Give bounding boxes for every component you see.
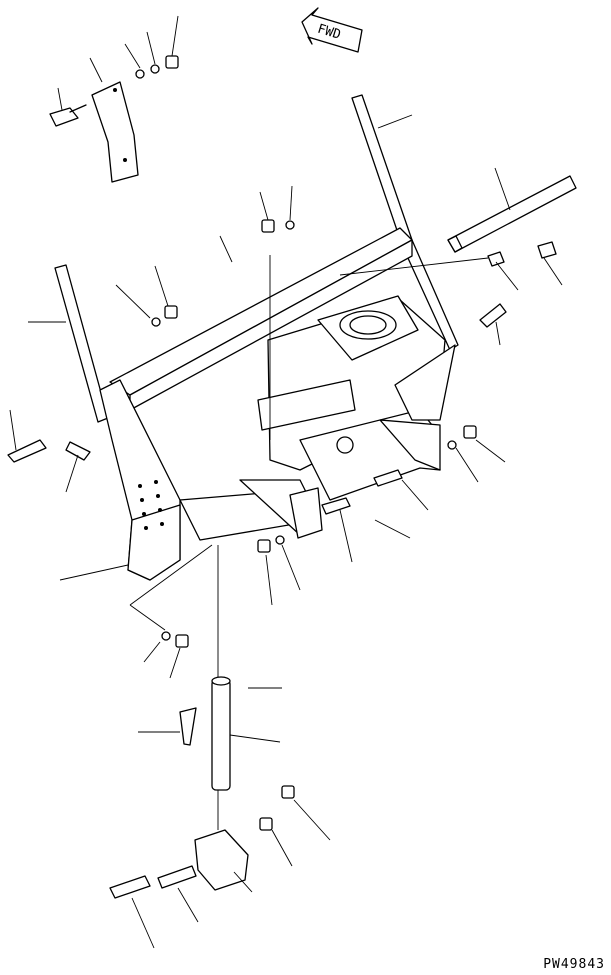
alignment-lines xyxy=(129,255,489,830)
support-bracket xyxy=(91,81,139,183)
bolt-top-left xyxy=(49,107,79,127)
figure-code: PW49843 xyxy=(543,957,605,972)
washer-mid-a xyxy=(285,220,295,230)
lockwasher-top xyxy=(150,64,160,74)
center-housing xyxy=(257,295,456,501)
nut-low-a xyxy=(257,539,271,553)
stud-b xyxy=(373,469,403,487)
nut-left-a xyxy=(164,305,178,319)
fasteners-mid xyxy=(7,219,557,648)
washer-left-a xyxy=(151,317,161,327)
left-upright-bar xyxy=(54,264,109,423)
bolt-bottom-b xyxy=(157,865,197,889)
pin-top-right xyxy=(447,175,577,253)
vertical-pin xyxy=(211,679,231,791)
bolt-right-a xyxy=(479,303,507,328)
main-frame xyxy=(99,227,413,581)
nut-bottom-b xyxy=(259,817,273,831)
top-bracket-group xyxy=(49,55,179,183)
clamp-right xyxy=(487,251,505,267)
bolt-left-b xyxy=(65,441,91,461)
lower-bracket xyxy=(194,829,249,891)
nut-top xyxy=(165,55,179,69)
nut-low-b xyxy=(175,634,189,648)
l-pin xyxy=(179,707,197,746)
stud-a xyxy=(321,497,351,515)
fwd-label: FWD xyxy=(316,22,343,43)
washer-right xyxy=(447,440,457,450)
bolt-right-b xyxy=(537,241,557,259)
nut-right xyxy=(463,425,477,439)
washer-low-a xyxy=(275,535,285,545)
washer-low-b xyxy=(161,631,171,641)
lower-pin-assembly xyxy=(109,676,295,899)
bolt-left-a xyxy=(7,439,47,463)
washer-top xyxy=(135,69,145,79)
bolt-bottom-a xyxy=(109,875,151,899)
nut-mid-a xyxy=(261,219,275,233)
leader-lines xyxy=(9,15,563,949)
nut-bottom-a xyxy=(281,785,295,799)
fwd-arrow: FWD xyxy=(301,7,363,53)
lower-arm xyxy=(179,479,323,541)
